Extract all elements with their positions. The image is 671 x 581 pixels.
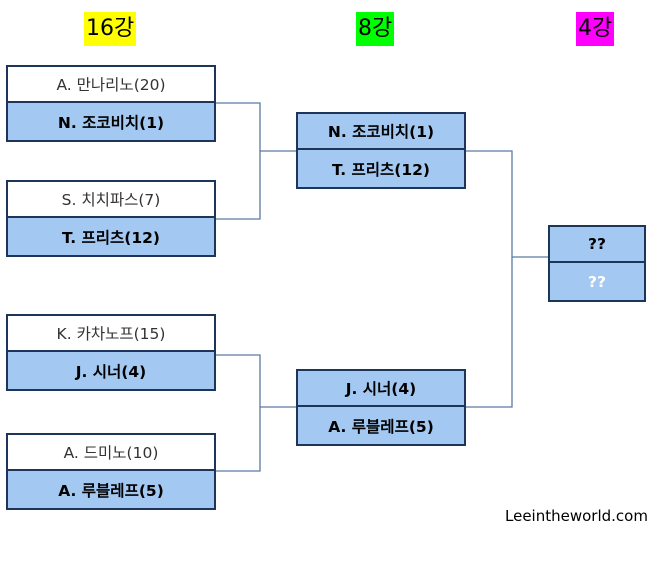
connector-qf2 (465, 257, 513, 408)
sf-match: ?? ?? (548, 225, 646, 302)
sf-match-player-top: ?? (550, 227, 644, 263)
qf-match-1: N. 조코비치(1) T. 프리츠(12) (296, 112, 466, 189)
r16-match-3: K. 카차노프(15) J. 시너(4) (6, 314, 216, 391)
r16-match-4: A. 드미노(10) A. 루블레프(5) (6, 433, 216, 510)
r16-match-1: A. 만나리노(20) N. 조코비치(1) (6, 65, 216, 142)
qf-match-2: J. 시너(4) A. 루블레프(5) (296, 369, 466, 446)
connector-r16-match4 (215, 407, 261, 472)
connector-qf1 (465, 150, 549, 258)
r16-match-2-player-top: S. 치치파스(7) (8, 182, 214, 218)
connector-r16-match2 (215, 151, 261, 220)
r16-match-3-player-bottom: J. 시너(4) (8, 352, 214, 389)
qf-match-2-player-bottom: A. 루블레프(5) (298, 407, 464, 444)
r16-match-4-player-bottom: A. 루블레프(5) (8, 471, 214, 508)
round-of-16-label: 16강 (84, 12, 137, 46)
connector-r16-match3 (215, 354, 297, 408)
r16-match-3-player-top: K. 카차노프(15) (8, 316, 214, 352)
qf-match-1-player-top: N. 조코비치(1) (298, 114, 464, 150)
quarterfinal-label: 8강 (356, 12, 395, 46)
qf-match-2-player-top: J. 시너(4) (298, 371, 464, 407)
r16-match-1-player-bottom: N. 조코비치(1) (8, 103, 214, 140)
semifinal-label: 4강 (576, 12, 615, 46)
r16-match-4-player-top: A. 드미노(10) (8, 435, 214, 471)
r16-match-1-player-top: A. 만나리노(20) (8, 67, 214, 103)
r16-match-2-player-bottom: T. 프리츠(12) (8, 218, 214, 255)
sf-match-player-bottom: ?? (550, 263, 644, 300)
watermark-text: Leeintheworld.com (505, 507, 648, 525)
r16-match-2: S. 치치파스(7) T. 프리츠(12) (6, 180, 216, 257)
connector-r16-match1 (215, 102, 297, 152)
qf-match-1-player-bottom: T. 프리츠(12) (298, 150, 464, 187)
